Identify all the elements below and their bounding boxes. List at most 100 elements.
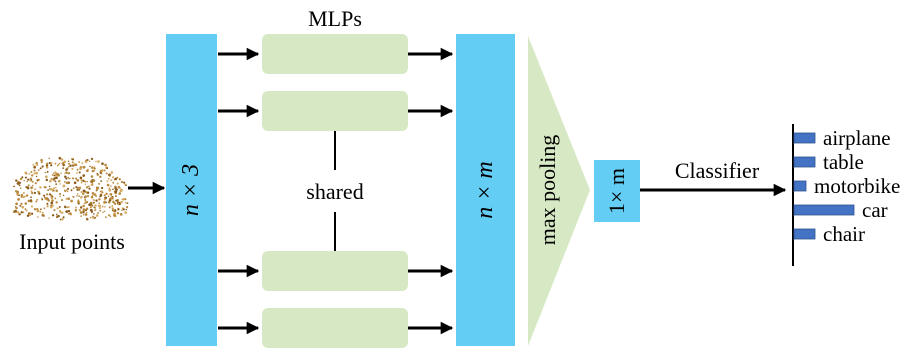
- point: [54, 171, 57, 174]
- point: [45, 197, 49, 201]
- point: [79, 211, 83, 214]
- point: [49, 187, 53, 191]
- point: [71, 167, 74, 170]
- point: [89, 216, 92, 219]
- point: [63, 160, 67, 164]
- point: [75, 206, 77, 209]
- point: [54, 197, 57, 200]
- point: [111, 196, 114, 200]
- point: [57, 163, 60, 166]
- point: [91, 210, 94, 213]
- point: [36, 207, 39, 211]
- point: [90, 201, 93, 204]
- point: [94, 208, 97, 211]
- point: [13, 185, 15, 188]
- point: [125, 208, 128, 211]
- point: [50, 164, 53, 167]
- point: [114, 187, 117, 190]
- point: [69, 212, 72, 215]
- point: [44, 196, 47, 199]
- point: [120, 180, 124, 184]
- point: [111, 207, 115, 210]
- point: [110, 171, 114, 174]
- input-points-label: Input points: [19, 229, 125, 254]
- point: [41, 211, 44, 214]
- point: [83, 190, 86, 193]
- point: [33, 165, 37, 169]
- mlps-title: MLPs: [308, 6, 362, 31]
- point: [39, 186, 42, 189]
- input-matrix-block: [166, 34, 217, 346]
- point: [36, 199, 38, 201]
- point: [65, 197, 68, 200]
- point: [78, 208, 81, 212]
- point: [101, 205, 104, 208]
- point: [50, 196, 53, 200]
- point: [35, 162, 38, 165]
- point: [85, 169, 89, 173]
- point: [66, 206, 69, 209]
- point: [110, 179, 113, 182]
- point: [44, 186, 47, 189]
- point: [104, 206, 106, 208]
- point: [82, 204, 85, 208]
- point: [40, 161, 43, 164]
- point: [67, 209, 71, 213]
- point: [93, 201, 95, 204]
- point: [39, 210, 42, 213]
- point: [58, 162, 61, 165]
- point: [25, 209, 28, 212]
- point: [54, 180, 57, 183]
- point: [51, 214, 55, 217]
- point: [97, 160, 100, 163]
- point: [92, 215, 94, 218]
- point: [37, 169, 40, 171]
- point: [72, 187, 75, 190]
- point: [32, 163, 35, 166]
- point: [108, 214, 110, 217]
- point: [107, 177, 110, 180]
- point: [97, 212, 100, 214]
- point: [64, 175, 67, 179]
- point: [56, 164, 59, 167]
- point: [53, 177, 56, 180]
- shared-label: shared: [306, 179, 363, 204]
- point: [61, 211, 64, 214]
- point: [27, 199, 31, 203]
- point: [58, 210, 62, 213]
- point: [58, 180, 60, 183]
- point: [67, 197, 70, 200]
- point: [30, 205, 34, 208]
- point: [90, 205, 93, 208]
- point: [87, 191, 90, 194]
- point: [91, 166, 94, 169]
- point: [93, 193, 97, 196]
- point: [57, 214, 60, 218]
- point: [31, 191, 34, 195]
- point: [62, 216, 65, 219]
- point: [70, 199, 73, 203]
- point: [93, 166, 96, 168]
- point: [120, 201, 123, 204]
- point: [45, 178, 49, 182]
- point: [59, 192, 62, 196]
- point: [124, 211, 127, 214]
- point: [98, 202, 100, 205]
- point: [31, 184, 34, 187]
- point: [76, 193, 79, 195]
- point: [84, 197, 86, 200]
- point: [105, 216, 107, 219]
- point: [99, 210, 101, 212]
- point: [46, 202, 49, 205]
- point: [86, 194, 90, 198]
- point: [120, 188, 123, 192]
- point: [108, 199, 112, 202]
- point: [75, 177, 78, 180]
- class-label-table: table: [823, 150, 864, 174]
- point: [52, 189, 55, 192]
- point: [55, 201, 58, 204]
- point: [29, 179, 32, 182]
- point: [103, 210, 106, 213]
- point: [48, 185, 51, 188]
- point: [108, 206, 111, 209]
